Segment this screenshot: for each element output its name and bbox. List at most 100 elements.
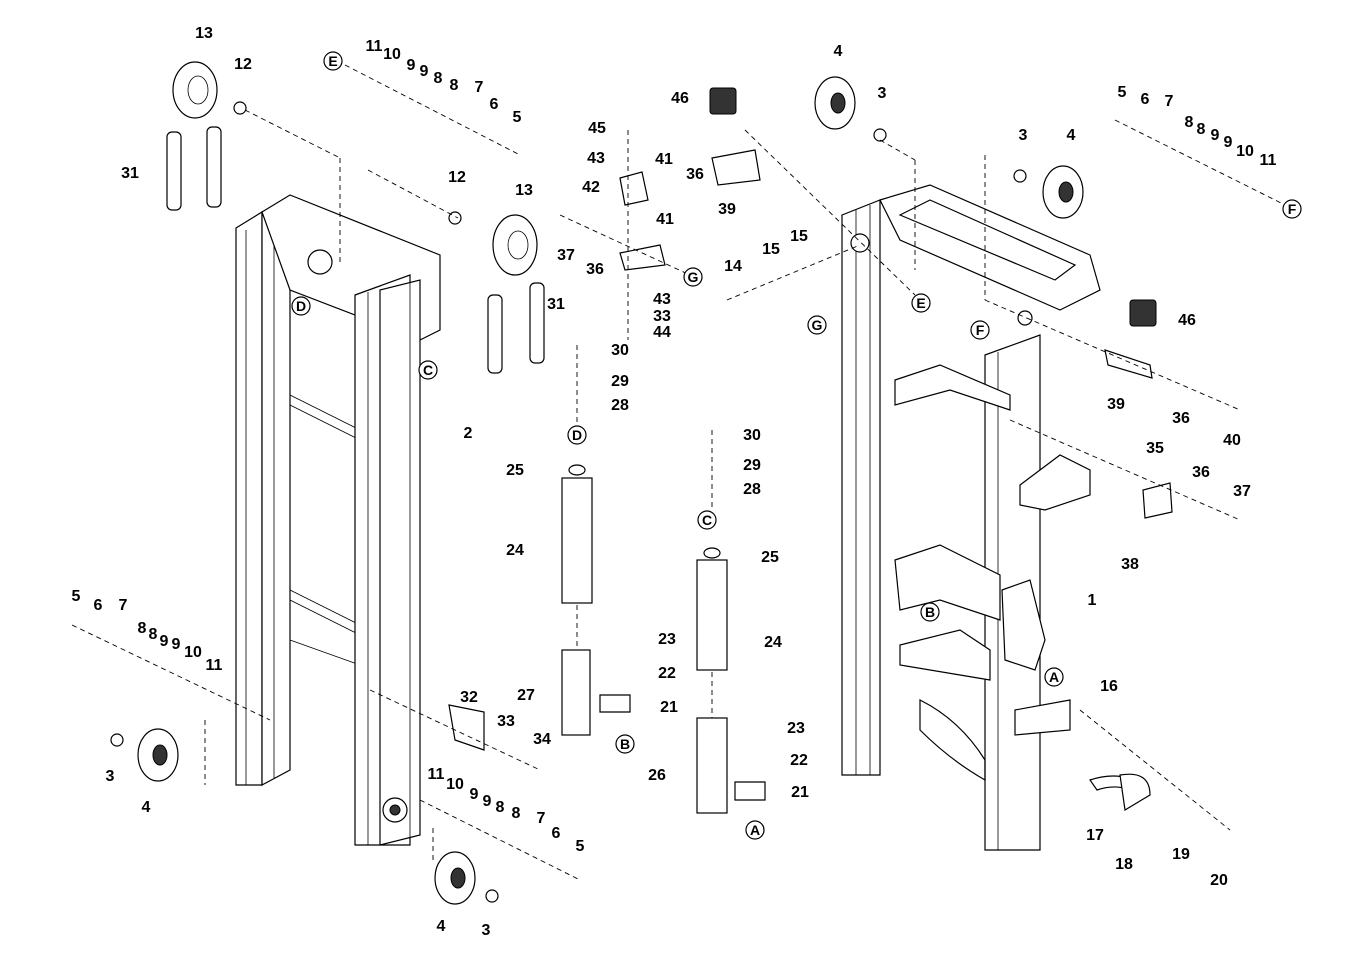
reference-letter-A: A xyxy=(745,820,765,840)
callout-7: 7 xyxy=(537,810,546,827)
callout-11: 11 xyxy=(366,38,383,55)
callout-27: 27 xyxy=(517,687,535,704)
callout-45: 45 xyxy=(588,120,606,137)
letter-circle xyxy=(911,293,931,313)
callout-22: 22 xyxy=(658,665,676,682)
lift-cylinders xyxy=(561,464,728,814)
callout-16: 16 xyxy=(1100,678,1118,695)
letter-text: B xyxy=(925,604,935,620)
letter-circle xyxy=(418,360,438,380)
letter-text: A xyxy=(1049,669,1059,685)
callout-39: 39 xyxy=(1107,396,1125,413)
callout-15: 15 xyxy=(790,228,808,245)
callout-33: 33 xyxy=(497,713,515,730)
callout-29: 29 xyxy=(611,373,629,390)
brackets-and-sensors xyxy=(448,87,1173,811)
callout-11: 11 xyxy=(206,657,223,674)
callout-8: 8 xyxy=(1185,114,1194,131)
callout-39: 39 xyxy=(718,201,736,218)
callout-42: 42 xyxy=(582,179,600,196)
callout-9: 9 xyxy=(160,633,169,650)
callout-30: 30 xyxy=(611,342,629,359)
reference-letter-E: E xyxy=(323,51,343,71)
callout-22: 22 xyxy=(790,752,808,769)
letter-text: D xyxy=(572,427,582,443)
reference-letter-C: C xyxy=(418,360,438,380)
reference-letter-E: E xyxy=(911,293,931,313)
callout-8: 8 xyxy=(1197,121,1206,138)
callout-36: 36 xyxy=(586,261,604,278)
letter-text: C xyxy=(423,362,433,378)
callout-3: 3 xyxy=(1019,127,1028,144)
callout-37: 37 xyxy=(557,247,575,264)
callout-6: 6 xyxy=(1141,91,1150,108)
callout-6: 6 xyxy=(490,96,499,113)
letter-text: G xyxy=(812,317,823,333)
callout-38: 38 xyxy=(1121,556,1139,573)
callout-25: 25 xyxy=(761,549,779,566)
callout-9: 9 xyxy=(1224,134,1233,151)
callout-30: 30 xyxy=(743,427,761,444)
letter-text: F xyxy=(1288,201,1297,217)
letter-text: E xyxy=(328,53,337,69)
assembly-lines xyxy=(71,64,1286,881)
callout-44: 44 xyxy=(653,324,671,341)
callout-36: 36 xyxy=(1172,410,1190,427)
callout-19: 19 xyxy=(1172,846,1190,863)
letter-text: D xyxy=(296,298,306,314)
callout-12: 12 xyxy=(448,169,466,186)
reference-letter-F: F xyxy=(1282,199,1302,219)
callout-23: 23 xyxy=(787,720,805,737)
letter-text: A xyxy=(750,822,760,838)
callout-9: 9 xyxy=(172,636,181,653)
letter-circle xyxy=(615,734,635,754)
callout-28: 28 xyxy=(743,481,761,498)
callout-21: 21 xyxy=(791,784,809,801)
callout-37: 37 xyxy=(1233,483,1251,500)
callout-23: 23 xyxy=(658,631,676,648)
callout-7: 7 xyxy=(1165,93,1174,110)
letter-circle xyxy=(683,267,703,287)
callout-10: 10 xyxy=(383,46,401,63)
callout-5: 5 xyxy=(576,838,585,855)
callout-9: 9 xyxy=(483,793,492,810)
callout-9: 9 xyxy=(470,786,479,803)
callout-7: 7 xyxy=(475,79,484,96)
callout-41: 41 xyxy=(656,211,674,228)
callout-13: 13 xyxy=(515,182,533,199)
letter-circle xyxy=(567,425,587,445)
callout-8: 8 xyxy=(138,620,147,637)
letter-circle xyxy=(291,296,311,316)
callout-2: 2 xyxy=(464,425,473,442)
callout-6: 6 xyxy=(94,597,103,614)
callout-4: 4 xyxy=(142,799,151,816)
letter-text: B xyxy=(620,736,630,752)
letter-circle xyxy=(807,315,827,335)
carriage-frame-right xyxy=(841,184,1101,851)
callout-29: 29 xyxy=(743,457,761,474)
callout-9: 9 xyxy=(420,63,429,80)
callout-31: 31 xyxy=(547,296,565,313)
letter-text: E xyxy=(916,295,925,311)
callout-4: 4 xyxy=(834,43,843,60)
callout-43: 43 xyxy=(653,291,671,308)
callout-26: 26 xyxy=(648,767,666,784)
callout-12: 12 xyxy=(234,56,252,73)
callout-8: 8 xyxy=(512,805,521,822)
callout-34: 34 xyxy=(533,731,551,748)
callout-9: 9 xyxy=(1211,127,1220,144)
callout-9: 9 xyxy=(407,57,416,74)
reference-letter-A: A xyxy=(1044,667,1064,687)
callout-8: 8 xyxy=(496,799,505,816)
letter-text: C xyxy=(702,512,712,528)
callout-15: 15 xyxy=(762,241,780,258)
callout-8: 8 xyxy=(434,70,443,87)
callout-11: 11 xyxy=(1260,152,1277,169)
callout-8: 8 xyxy=(450,77,459,94)
callout-46: 46 xyxy=(671,90,689,107)
callout-5: 5 xyxy=(1118,84,1127,101)
callout-10: 10 xyxy=(446,776,464,793)
letter-circle xyxy=(745,820,765,840)
callout-3: 3 xyxy=(106,768,115,785)
